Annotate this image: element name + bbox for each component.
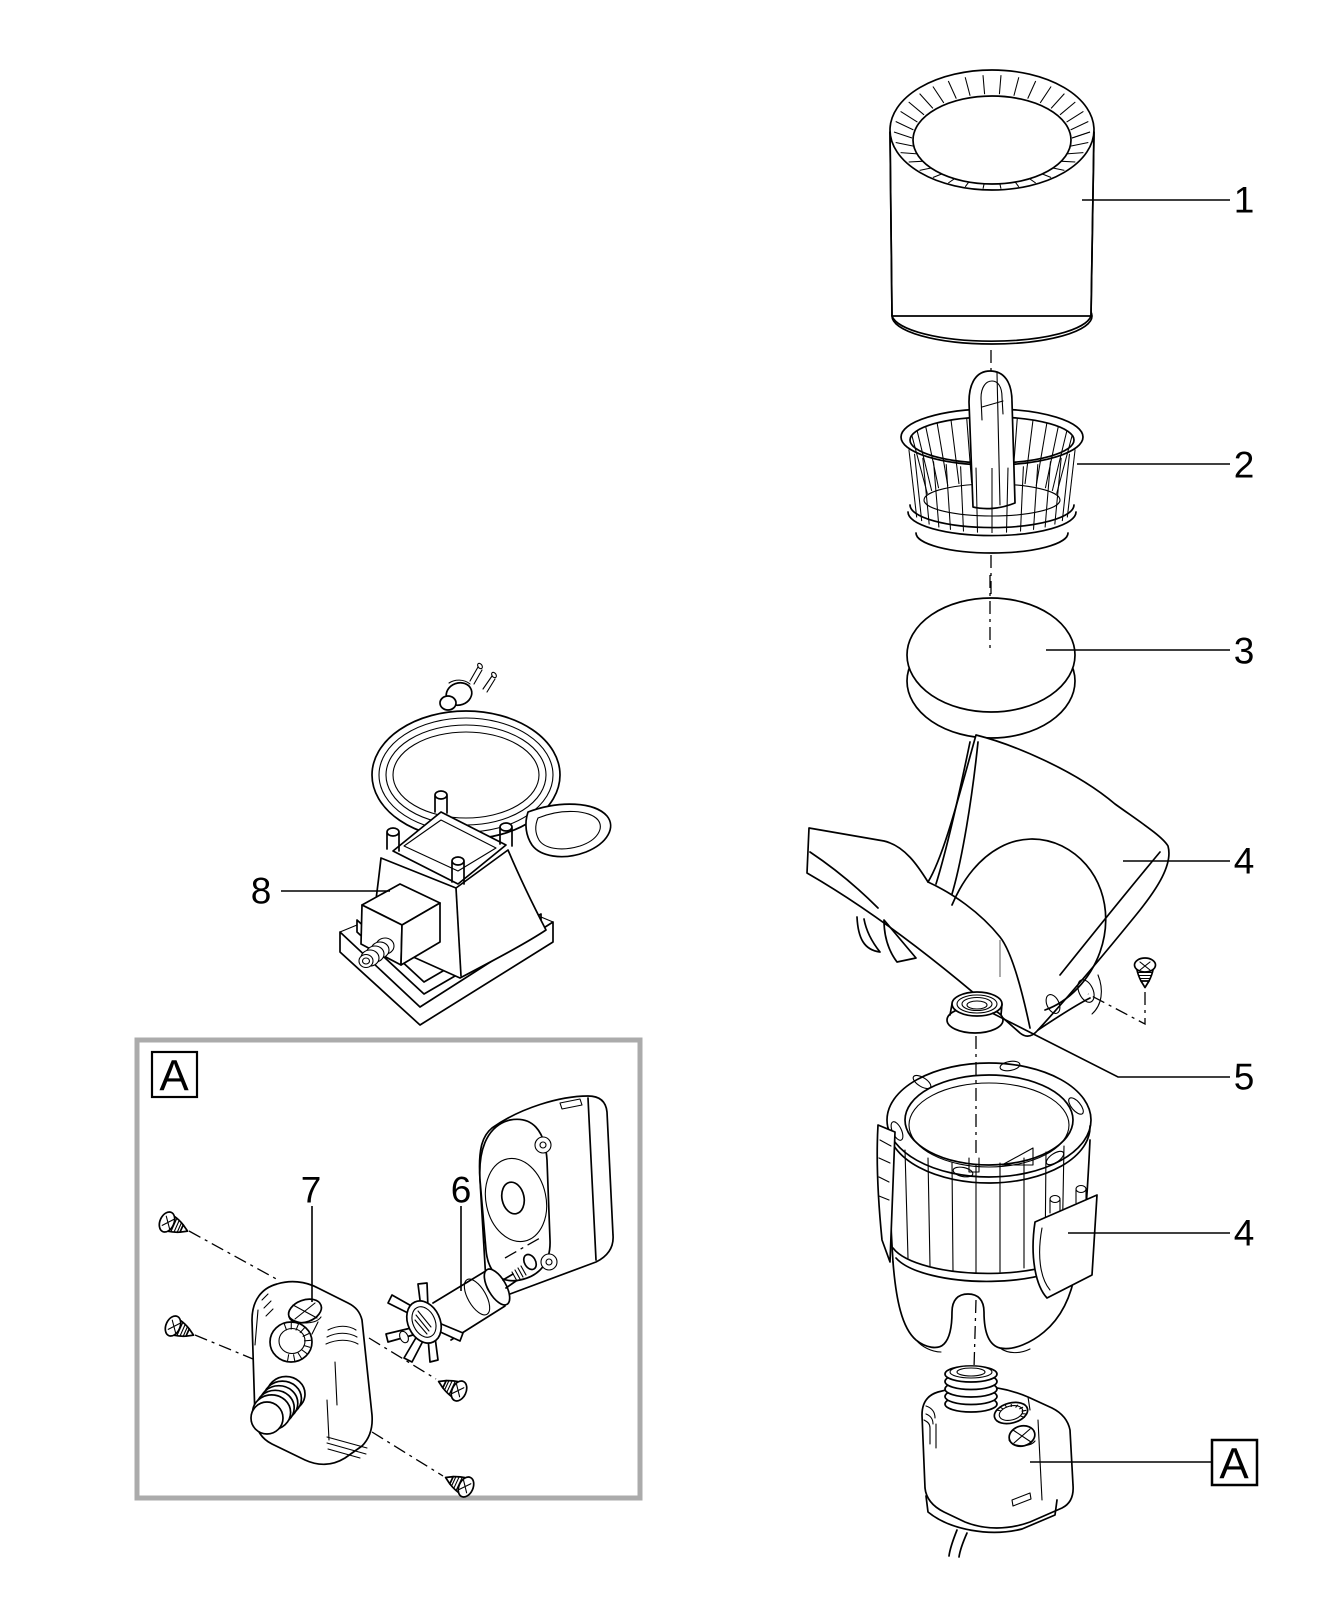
- pump-flow-regulator: [993, 1401, 1036, 1448]
- screw-centerline: [371, 1431, 444, 1477]
- detail-a-reference-label: A: [1219, 1440, 1249, 1489]
- callout-3-label: 3: [1234, 631, 1255, 672]
- part-6-impeller-drawing: [385, 1253, 538, 1363]
- basket-back-slot-ticks: [911, 417, 1073, 495]
- basket-handle: [968, 370, 1016, 510]
- part-2-strainer-basket-drawing: [900, 370, 1084, 554]
- housing-threaded-inlet: [250, 1375, 306, 1435]
- screw-centerline: [368, 1337, 437, 1380]
- detail-a-frame: [134, 1037, 643, 1501]
- pump-threaded-outlet: [944, 1365, 998, 1413]
- screw-centerline: [1087, 992, 1146, 1026]
- centerline: [973, 1299, 977, 1369]
- shaft-centerline: [504, 1237, 541, 1259]
- carry-handle: [525, 803, 612, 858]
- part-7-pump-housing-drawing: [250, 1280, 374, 1466]
- screw-centerline: [194, 1334, 254, 1360]
- part-3-filter-disc-drawing: [906, 575, 1076, 739]
- leader-line-5: [991, 1012, 1230, 1078]
- motor-body-drawing: [478, 1095, 614, 1297]
- part-4-upper-housing-shell-drawing: [806, 734, 1170, 1037]
- part-5-threaded-nut-drawing: [946, 991, 1004, 1034]
- cable-gland: [358, 937, 395, 969]
- callout-1-label: 1: [1234, 180, 1255, 221]
- pump-unit-drawing: [921, 1365, 1074, 1558]
- callout-2-label: 2: [1234, 445, 1255, 486]
- detail-a-label-box: [150, 1050, 199, 1099]
- leader-lines: [281, 199, 1230, 1463]
- part-8-transformer-drawing: [339, 662, 612, 1026]
- detail-a-reference-box: [1210, 1438, 1259, 1487]
- callout-labels: 1 2 3 4 5 4 8 7 6 A: [251, 180, 1259, 1489]
- detail-a-view: A: [134, 1037, 643, 1501]
- callout-8-label: 8: [251, 871, 272, 912]
- screw-centerline: [188, 1230, 281, 1282]
- callout-6-label: 6: [451, 1170, 472, 1211]
- part-4-lower-filter-cage-drawing: [876, 1060, 1098, 1354]
- callout-7-label: 7: [301, 1170, 322, 1211]
- detail-a-frame-label: A: [159, 1052, 189, 1101]
- callout-4-lower-label: 4: [1234, 1213, 1255, 1254]
- power-plug: [439, 662, 497, 711]
- plate-posts: [386, 790, 513, 885]
- basket-front-slot-ticks: [908, 449, 1076, 533]
- cage-rim-slots: [890, 1060, 1084, 1178]
- housing-flow-regulator: [269, 1298, 323, 1363]
- callout-4-upper-label: 4: [1234, 841, 1255, 882]
- part-1-outer-sleeve-drawing: [889, 69, 1095, 345]
- callout-5-label: 5: [1234, 1057, 1255, 1098]
